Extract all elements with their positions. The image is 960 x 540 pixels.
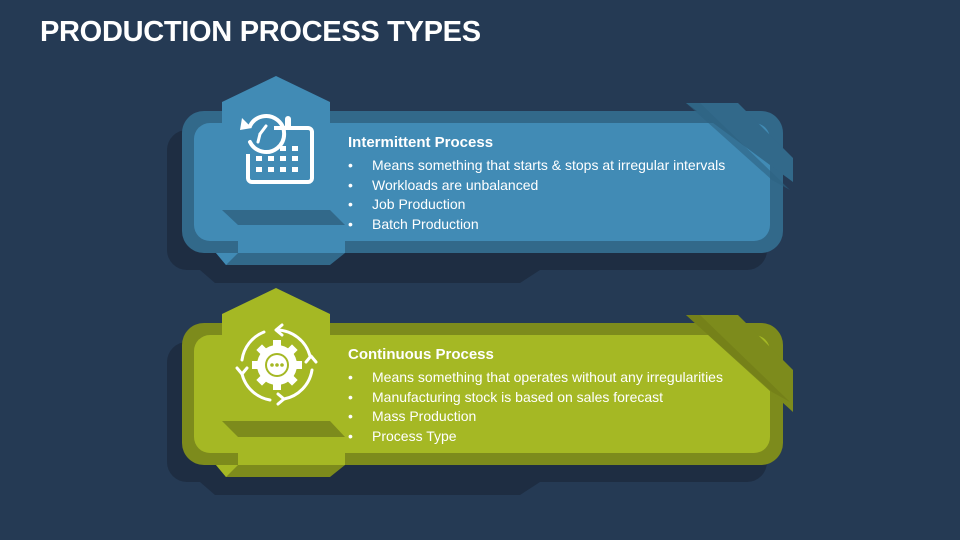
clock-calendar-icon xyxy=(236,112,318,190)
card-heading: Intermittent Process xyxy=(348,134,494,151)
bullet-list: Means something that starts & stops at i… xyxy=(348,156,768,234)
bullet-item: Process Type xyxy=(348,427,768,447)
page-title: PRODUCTION PROCESS TYPES xyxy=(40,16,481,48)
bullet-item: Mass Production xyxy=(348,407,768,427)
bullet-item: Batch Production xyxy=(348,215,768,235)
bullet-item: Workloads are unbalanced xyxy=(348,176,768,196)
gear-cycle-icon xyxy=(234,322,320,408)
bullet-item: Job Production xyxy=(348,195,768,215)
card-heading: Continuous Process xyxy=(348,346,494,363)
bullet-list: Means something that operates without an… xyxy=(348,368,768,446)
bullet-item: Means something that starts & stops at i… xyxy=(348,156,768,176)
bullet-item: Means something that operates without an… xyxy=(348,368,768,388)
bullet-item: Manufacturing stock is based on sales fo… xyxy=(348,388,768,408)
